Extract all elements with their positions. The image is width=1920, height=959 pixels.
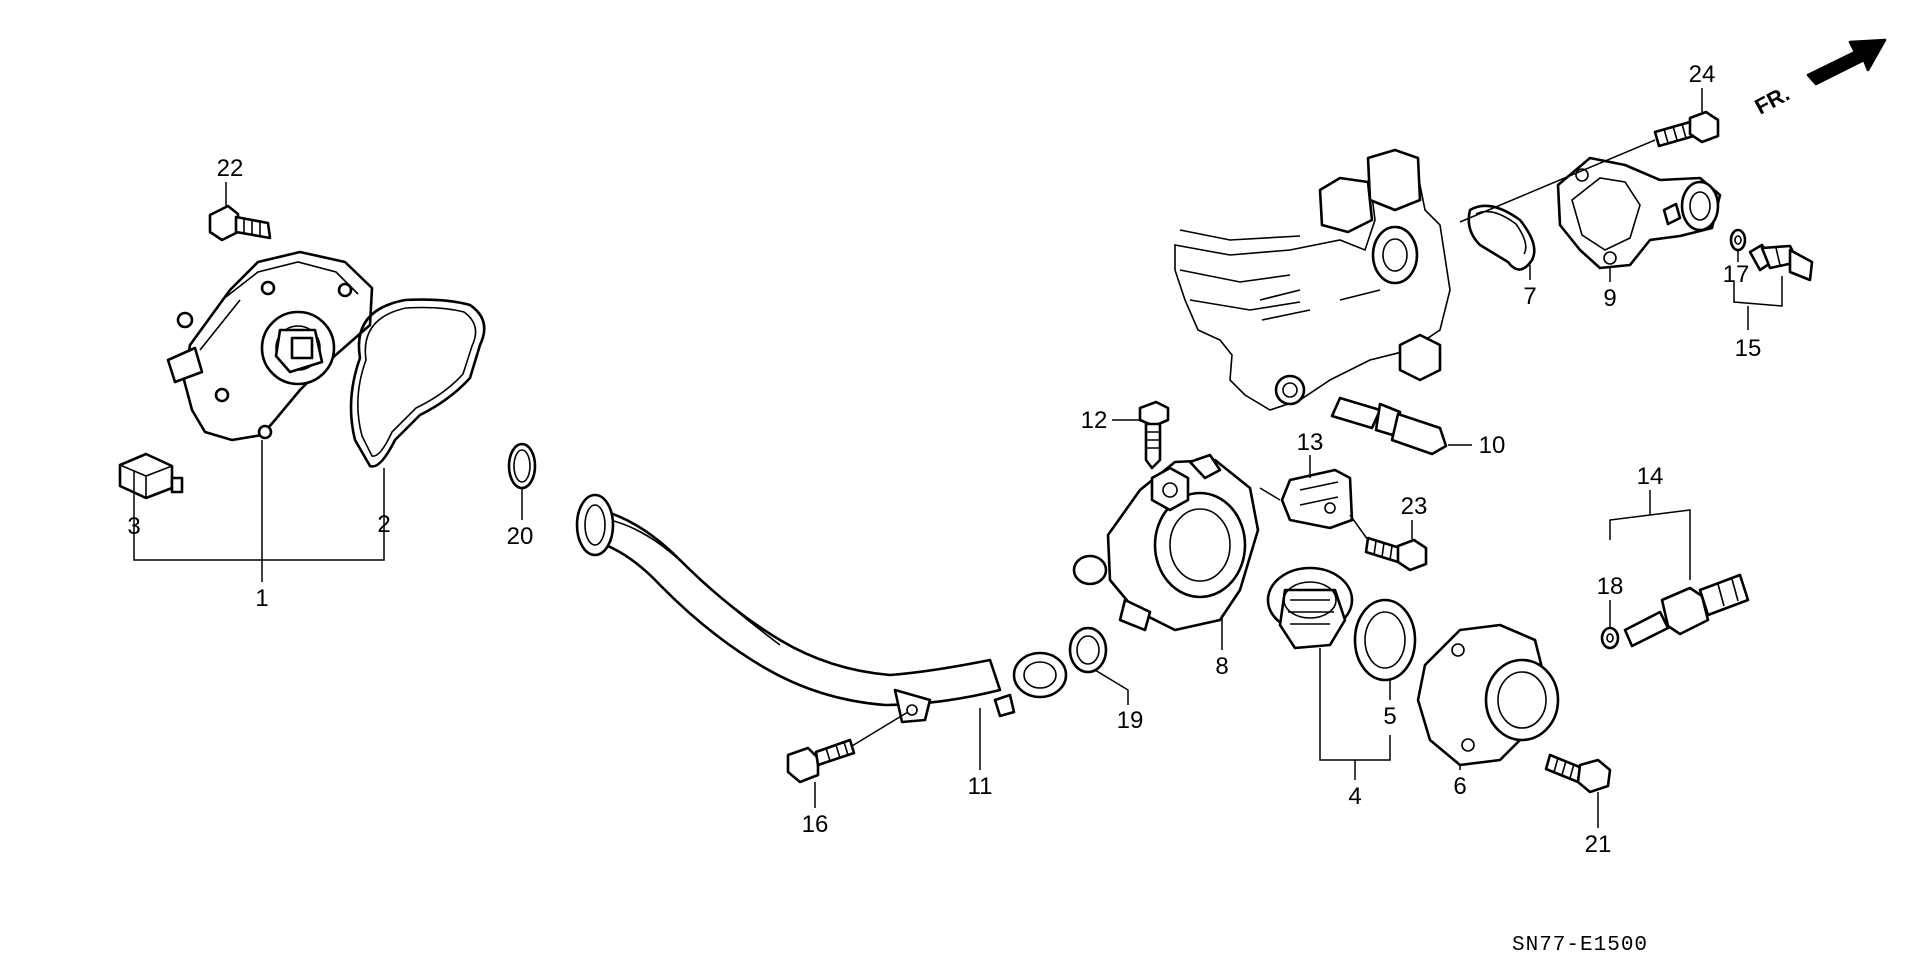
- callout-2: 2: [377, 511, 390, 538]
- bleed-bolt: [1138, 400, 1170, 470]
- callout-22: 22: [217, 155, 244, 182]
- callout-7: 7: [1523, 283, 1536, 310]
- diagram-reference-code: SN77-E1500: [1512, 934, 1648, 957]
- callout-24: 24: [1689, 61, 1716, 88]
- water-pump: [166, 250, 374, 442]
- callout-17: 17: [1723, 261, 1750, 288]
- callout-13: 13: [1297, 429, 1324, 456]
- water-pipe: [575, 493, 1068, 724]
- thermostat-cover: [1416, 623, 1560, 767]
- pump-o-ring: [349, 298, 486, 468]
- leader-lines: [133, 88, 1783, 828]
- mounting-bracket: [1280, 468, 1354, 530]
- bolt-23: [1364, 536, 1428, 572]
- callout-10: 10: [1479, 432, 1506, 459]
- o-ring-7: [1467, 204, 1536, 271]
- front-label: FR.: [1751, 81, 1794, 120]
- sealing-washer-18: [1600, 626, 1620, 650]
- temperature-sensor-15: [1748, 243, 1814, 282]
- coolant-connector: [1330, 396, 1448, 456]
- callout-9: 9: [1603, 285, 1616, 312]
- cylinder-head: [1174, 148, 1451, 411]
- bolt-16: [786, 738, 856, 784]
- callout-5: 5: [1383, 703, 1396, 730]
- bolt-24: [1653, 110, 1720, 148]
- thermostat-gasket: [1353, 598, 1417, 682]
- callout-19: 19: [1117, 707, 1144, 734]
- o-ring-20: [507, 442, 537, 490]
- callout-14: 14: [1637, 463, 1664, 490]
- callout-8: 8: [1215, 653, 1228, 680]
- thermostat: [1266, 566, 1354, 650]
- callout-20: 20: [507, 523, 534, 550]
- callout-1: 1: [255, 585, 268, 612]
- bolt-21: [1544, 753, 1612, 794]
- callout-6: 6: [1453, 773, 1466, 800]
- front-direction-arrow: FR.: [1751, 38, 1887, 120]
- sealing-washer-17: [1729, 228, 1747, 252]
- callout-16: 16: [802, 811, 829, 838]
- temperature-sensor-14: [1623, 573, 1750, 648]
- callout-4: 4: [1348, 783, 1361, 810]
- thermostat-housing: [1072, 453, 1260, 632]
- connector-clip: [118, 452, 184, 500]
- callout-15: 15: [1735, 335, 1762, 362]
- callout-labels: 1 2 3 4 5 6 7 8 9 10 11 12 13 14 15 16 1…: [127, 61, 1761, 858]
- callout-12: 12: [1081, 407, 1108, 434]
- o-ring-19: [1068, 626, 1108, 674]
- callout-23: 23: [1401, 493, 1428, 520]
- water-outlet: [1556, 156, 1722, 270]
- callout-18: 18: [1597, 573, 1624, 600]
- callout-21: 21: [1585, 831, 1612, 858]
- bolt-22: [208, 204, 272, 242]
- callout-11: 11: [968, 773, 993, 800]
- callout-3: 3: [127, 513, 140, 540]
